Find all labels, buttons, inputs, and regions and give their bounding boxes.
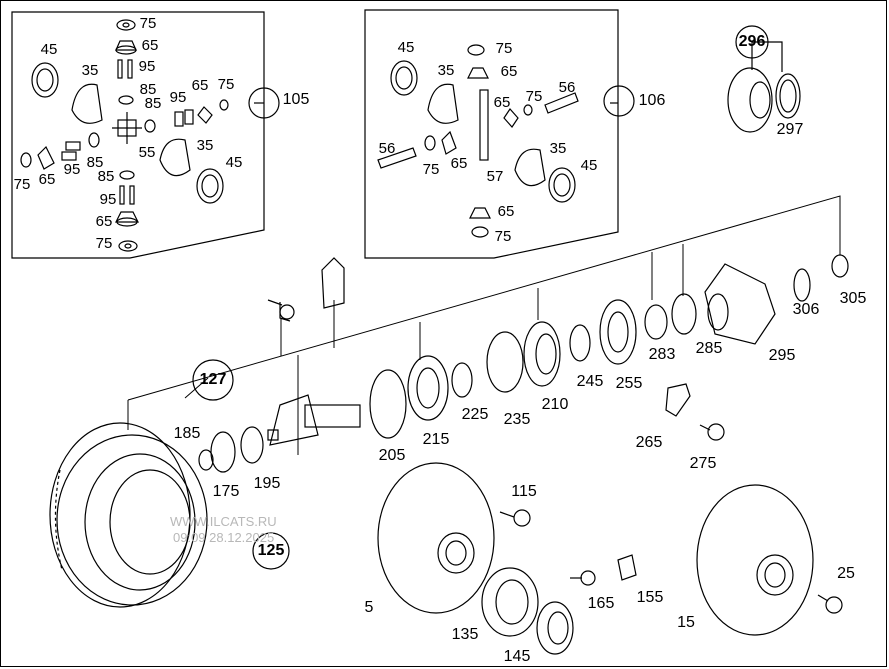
part-label[interactable]: 306 (792, 301, 820, 318)
callout-125[interactable]: 125 (257, 542, 285, 559)
part-label[interactable]: 155 (636, 589, 664, 606)
reference-lines (127, 195, 841, 455)
watermark-timestamp: 09:09 28.12.2025 (173, 530, 275, 545)
flange-seal-group[interactable] (727, 41, 801, 133)
part-label[interactable]: 165 (587, 595, 615, 612)
inset-differential-kit-105[interactable] (11, 11, 265, 259)
part-label[interactable]: 85 (139, 81, 157, 98)
part-label[interactable]: 65 (500, 63, 518, 80)
part-label[interactable]: 215 (422, 431, 450, 448)
part-label[interactable]: 245 (576, 373, 604, 390)
part-label[interactable]: 65 (497, 203, 515, 220)
part-label[interactable]: 95 (63, 161, 81, 178)
part-label[interactable]: 35 (81, 62, 99, 79)
part-label[interactable]: 35 (437, 62, 455, 79)
part-label[interactable]: 35 (196, 137, 214, 154)
differential-case-15[interactable] (696, 484, 814, 636)
part-label[interactable]: 175 (212, 483, 240, 500)
part-label[interactable]: 45 (580, 157, 598, 174)
part-label[interactable]: 95 (169, 89, 187, 106)
part-label[interactable]: 65 (450, 155, 468, 172)
callout-296[interactable]: 296 (738, 33, 766, 50)
part-label[interactable]: 185 (173, 425, 201, 442)
part-label[interactable]: 75 (422, 161, 440, 178)
part-label[interactable]: 75 (217, 76, 235, 93)
part-label[interactable]: 5 (364, 599, 374, 616)
part-label[interactable]: 95 (138, 58, 156, 75)
inset-differential-kit-106[interactable] (364, 9, 619, 259)
ring-gear[interactable] (49, 422, 208, 608)
part-label[interactable]: 85 (86, 154, 104, 171)
part-label[interactable]: 57 (486, 168, 504, 185)
callout-127[interactable]: 127 (199, 371, 227, 388)
part-label[interactable]: 65 (493, 94, 511, 111)
part-label[interactable]: 285 (695, 340, 723, 357)
differential-case-5[interactable] (377, 462, 495, 614)
part-label[interactable]: 75 (525, 88, 543, 105)
part-label[interactable]: 45 (225, 154, 243, 171)
part-label[interactable]: 265 (635, 434, 663, 451)
part-label[interactable]: 75 (494, 228, 512, 245)
part-label[interactable]: 75 (139, 15, 157, 32)
part-label[interactable]: 135 (451, 626, 479, 643)
part-label[interactable]: 145 (503, 648, 531, 665)
watermark-site: WWW.ILCATS.RU (170, 514, 277, 529)
part-label[interactable]: 35 (549, 140, 567, 157)
part-label[interactable]: 75 (495, 40, 513, 57)
part-label[interactable]: 65 (95, 213, 113, 230)
part-label[interactable]: 75 (95, 235, 113, 252)
part-label[interactable]: 65 (38, 171, 56, 188)
part-label[interactable]: 56 (378, 140, 396, 157)
part-label[interactable]: 65 (141, 37, 159, 54)
part-label[interactable]: 195 (253, 475, 281, 492)
part-label[interactable]: 283 (648, 346, 676, 363)
part-label[interactable]: 275 (689, 455, 717, 472)
part-label[interactable]: 205 (378, 447, 406, 464)
bearing-135-145[interactable] (481, 567, 574, 655)
part-label[interactable]: 297 (776, 121, 804, 138)
part-label[interactable]: 85 (97, 168, 115, 185)
part-label[interactable]: 235 (503, 411, 531, 428)
hardware[interactable] (198, 257, 843, 614)
part-label[interactable]: 225 (461, 406, 489, 423)
part-label[interactable]: 305 (839, 290, 867, 307)
part-label[interactable]: 55 (138, 144, 156, 161)
callout-106[interactable]: 106 (638, 92, 666, 109)
callout-circles (192, 25, 769, 570)
part-label[interactable]: 25 (837, 565, 855, 582)
callout-105[interactable]: 105 (282, 91, 310, 108)
part-label[interactable]: 45 (397, 39, 415, 56)
shaft-components[interactable] (369, 254, 849, 439)
part-label[interactable]: 210 (541, 396, 569, 413)
part-label[interactable]: 115 (511, 483, 537, 500)
part-label[interactable]: 65 (191, 77, 209, 94)
part-label[interactable]: 255 (615, 375, 643, 392)
part-label[interactable]: 85 (144, 95, 162, 112)
part-label[interactable]: 295 (768, 347, 796, 364)
part-label[interactable]: 75 (13, 176, 31, 193)
part-label[interactable]: 15 (677, 614, 695, 631)
drive-pinion[interactable] (267, 394, 361, 446)
part-label[interactable]: 95 (99, 191, 117, 208)
part-label[interactable]: 56 (558, 79, 576, 96)
part-label[interactable]: 45 (40, 41, 58, 58)
